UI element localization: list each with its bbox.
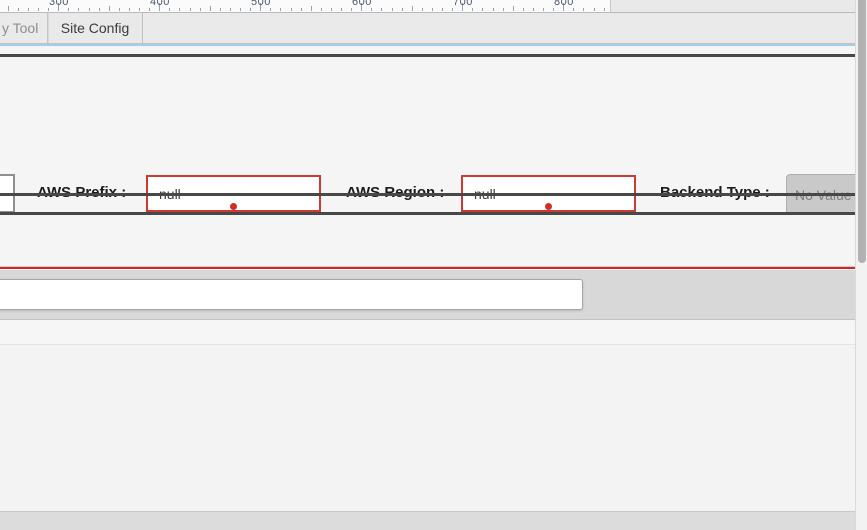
tab-query-tool[interactable]: y Tool: [0, 13, 48, 43]
scrollbar-thumb[interactable]: [858, 0, 866, 263]
ruler-tick: [522, 8, 524, 11]
ruler-tick: [229, 8, 231, 11]
ruler-tick: [442, 8, 443, 11]
ruler-label: 300: [49, 0, 69, 8]
ruler-tick: [543, 8, 544, 11]
ruler-tick: [38, 8, 39, 11]
ruler-tick: [603, 8, 605, 11]
ruler-tick: [290, 8, 292, 11]
ruler-tick: [330, 8, 332, 11]
ruler-label: 800: [554, 0, 574, 8]
ruler-tick: [361, 3, 363, 11]
ruler-tick: [149, 8, 151, 11]
ruler-tick: [452, 8, 454, 11]
ruler-tick: [573, 8, 575, 11]
ruler-tick: [159, 3, 161, 11]
aws-region-label: AWS Region :: [346, 184, 444, 201]
ruler-tick: [431, 8, 433, 11]
ruler-tick: [310, 6, 312, 11]
ruler-tick: [300, 8, 302, 11]
ruler-tick: [320, 8, 322, 11]
ruler-tick: [583, 8, 585, 11]
ruler-tick: [341, 8, 342, 11]
ruler-tick: [78, 8, 80, 11]
ruler-tick: [502, 8, 504, 11]
config-form-panel: AWS Prefix : AWS Region : Backend Type :…: [0, 57, 863, 215]
ruler-tick: [27, 8, 29, 11]
ruler-tick: [381, 8, 383, 11]
ruler-tick: [270, 8, 272, 11]
ruler-tick: [371, 8, 373, 11]
ruler-tick: [421, 8, 423, 11]
ruler-tick: [48, 8, 50, 11]
ruler-tick: [17, 8, 19, 11]
ruler-tick: [250, 8, 252, 11]
ruler-tick: [532, 8, 534, 11]
ruler-tick: [492, 8, 494, 11]
ruler-label: 600: [352, 0, 372, 8]
filter-input[interactable]: [0, 279, 583, 310]
footer-bar: [0, 511, 867, 530]
aws-prefix-label: AWS Prefix :: [37, 184, 126, 201]
ruler-tick: [108, 6, 110, 11]
divider-line-mid-1: [0, 193, 856, 196]
ruler-tick: [58, 3, 60, 11]
ruler-label: 400: [150, 0, 170, 8]
ruler-tick: [462, 3, 464, 11]
ruler-tick: [209, 6, 211, 11]
ruler-tick: [553, 8, 555, 11]
ruler-tick: [68, 8, 70, 11]
content-strip: [0, 321, 856, 345]
ruler-tick: [139, 8, 140, 11]
tab-accent-line: [0, 44, 856, 46]
aws-region-error-dot: [545, 203, 552, 210]
ruler-tick: [351, 8, 353, 11]
divider-line-mid-2: [0, 212, 856, 215]
ruler-label: 500: [251, 0, 271, 8]
ruler-tick: [482, 8, 484, 11]
red-divider-line: [0, 266, 856, 269]
ruler-label: 700: [453, 0, 473, 8]
tab-bar: y Tool Site Config: [0, 13, 856, 44]
tab-query-tool-label: y Tool: [2, 20, 39, 36]
ruler-tick: [199, 8, 201, 11]
ruler-tick: [280, 8, 282, 11]
ruler-tick: [401, 8, 403, 11]
ruler-tick: [118, 8, 120, 11]
ruler-tick: [179, 8, 181, 11]
ruler-tick: [169, 8, 171, 11]
tab-site-config[interactable]: Site Config: [48, 13, 143, 43]
ruler-tick: [240, 8, 241, 11]
ruler-tick: [411, 6, 413, 11]
divider-line-top: [0, 54, 856, 57]
ruler-tick: [512, 6, 514, 11]
ruler-tick: [98, 8, 100, 11]
ruler-tick: [563, 3, 565, 11]
ruler-tick: [7, 6, 9, 11]
ruler-tick: [391, 8, 393, 11]
tab-site-config-label: Site Config: [60, 20, 130, 36]
ruler-tick: [128, 8, 130, 11]
ruler-tick: [189, 8, 191, 11]
ruler-tick: [88, 8, 90, 11]
ruler-tick: [219, 8, 221, 11]
vertical-scrollbar[interactable]: [855, 0, 867, 530]
ruler-extension: [610, 0, 856, 12]
backend-type-label: Backend Type :: [660, 184, 770, 201]
horizontal-ruler: 300 400 500 600 700 800: [0, 0, 856, 13]
content-area: [0, 346, 856, 511]
aws-prefix-error-dot: [230, 203, 237, 210]
ruler-tick: [593, 8, 595, 11]
ruler-tick: [260, 3, 262, 11]
ruler-tick: [472, 8, 474, 11]
